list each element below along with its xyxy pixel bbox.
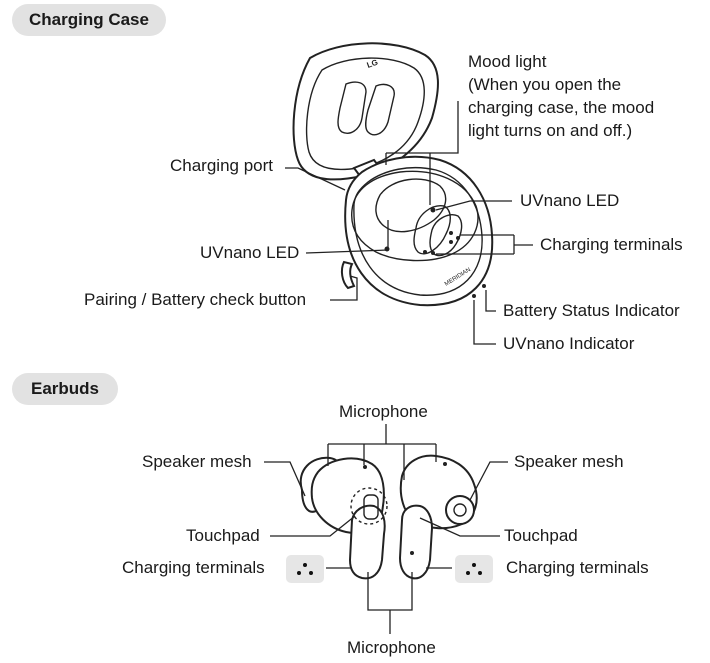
uvnano-indicator-label: UVnano Indicator	[503, 334, 635, 353]
left-earbud	[299, 456, 388, 580]
lid-brand-logo: LG	[366, 58, 380, 70]
case-lid: LG	[292, 42, 439, 181]
touchpad-right-label: Touchpad	[504, 526, 578, 545]
touchpad-left-label: Touchpad	[186, 526, 260, 545]
right-earbud	[398, 454, 478, 580]
pairing-button-label: Pairing / Battery check button	[84, 290, 307, 309]
charging-terminals-left-label: Charging terminals	[122, 558, 265, 577]
microphone-top-label: Microphone	[339, 402, 428, 421]
charging-terminals-case-label: Charging terminals	[540, 235, 683, 254]
earbuds-section-title: Earbuds	[12, 373, 118, 405]
speaker-mesh-right-label: Speaker mesh	[514, 452, 624, 471]
uvnano-led-left-label: UVnano LED	[200, 243, 300, 262]
charging-port-label: Charging port	[170, 156, 274, 175]
case-base: MERIDIAN	[340, 155, 494, 307]
charging-terminals-icon-left	[286, 555, 324, 583]
charging-terminals-icon-right	[455, 555, 493, 583]
uvnano-led-right-label: UVnano LED	[520, 191, 620, 210]
charging-case-section-title: Charging Case	[12, 4, 166, 36]
mood-light-label: Mood light (When you open the charging c…	[468, 52, 655, 140]
microphone-bottom-label: Microphone	[347, 638, 436, 657]
speaker-mesh-left-label: Speaker mesh	[142, 452, 252, 471]
battery-status-label: Battery Status Indicator	[503, 301, 680, 320]
charging-terminals-right-label: Charging terminals	[506, 558, 649, 577]
